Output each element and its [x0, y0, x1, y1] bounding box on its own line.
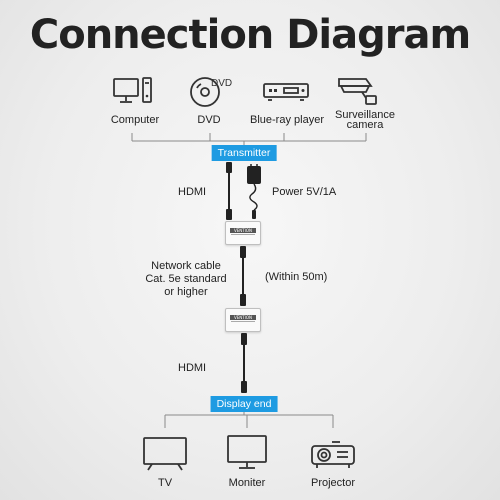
- network-cable-line-1: Network cable: [151, 260, 221, 272]
- hdmi-cable-icon: [226, 162, 232, 220]
- power-label: Power 5V/1A: [272, 186, 337, 198]
- hdmi-top-label: HDMI: [178, 186, 207, 198]
- hdmi-cable-icon: [241, 333, 247, 393]
- bluray-player-icon: [263, 83, 309, 101]
- network-cable-icon: [240, 246, 246, 306]
- monitor-icon: [227, 435, 267, 469]
- source-label-bluray: Blue-ray player: [250, 114, 324, 126]
- transmitter-badge: Transmitter: [211, 145, 277, 161]
- destination-label-tv: TV: [157, 477, 173, 489]
- destination-label-monitor: Moniter: [228, 477, 266, 489]
- surveillance-camera-icon: [338, 78, 377, 105]
- display-end-badge: Display end: [210, 396, 278, 412]
- device-brand-label: VENTION: [230, 315, 256, 320]
- network-cable-line-3: or higher: [164, 286, 208, 298]
- network-cable-label: Network cable Cat. 5e standard or higher: [145, 260, 226, 299]
- transmitter-device: VENTION: [225, 221, 261, 245]
- power-adapter-icon: [247, 164, 261, 219]
- source-label-computer: Computer: [110, 114, 160, 126]
- device-detail: [231, 234, 255, 235]
- dvd-disc-icon: DVD: [190, 77, 232, 107]
- hdmi-bottom-label: HDMI: [178, 362, 207, 374]
- diagram-title: Connection Diagram: [29, 12, 471, 58]
- computer-icon: [113, 77, 152, 103]
- distance-label: (Within 50m): [265, 271, 328, 283]
- device-brand-label: VENTION: [230, 228, 256, 233]
- destination-label-projector: Projector: [310, 477, 356, 489]
- projector-icon: [311, 441, 355, 468]
- device-detail: [231, 321, 255, 322]
- network-cable-line-2: Cat. 5e standard: [145, 273, 227, 285]
- receiver-device: VENTION: [225, 308, 261, 332]
- dvd-icon-text: DVD: [211, 78, 232, 89]
- source-label-surveillance: Surveillance camera: [335, 109, 395, 131]
- tv-icon: [143, 437, 187, 471]
- source-label-dvd: DVD: [197, 114, 221, 126]
